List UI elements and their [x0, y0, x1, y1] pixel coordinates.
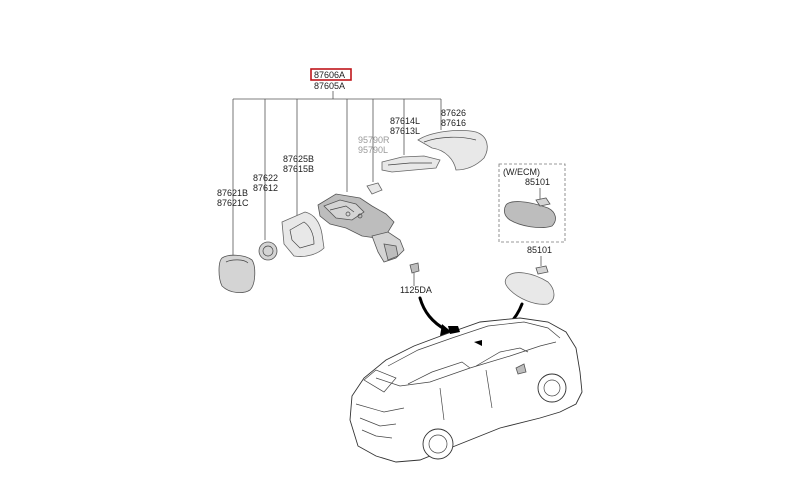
- label-87621B[interactable]: 87621B: [217, 188, 248, 198]
- label-87616[interactable]: 87616: [441, 118, 466, 128]
- label-87622[interactable]: 87622: [253, 173, 278, 183]
- assembly-callout[interactable]: 87606A 87605A: [310, 68, 352, 91]
- label-87615B[interactable]: 87615B: [283, 164, 314, 174]
- label-87606A[interactable]: 87606A: [314, 70, 345, 80]
- car-side-mirror: [515, 363, 527, 375]
- mirror-glass-part[interactable]: [218, 254, 256, 294]
- label-1125DA[interactable]: 1125DA: [400, 285, 432, 295]
- label-95790R[interactable]: 95790R: [358, 135, 390, 145]
- leader-lines: [232, 91, 442, 258]
- housing-frame-part[interactable]: [281, 211, 325, 257]
- rear-wheel-icon: [422, 428, 454, 460]
- highlight-box: [310, 68, 352, 81]
- label-87612[interactable]: 87612: [253, 183, 278, 193]
- garnish-bar-part[interactable]: [381, 155, 441, 173]
- label-85101[interactable]: 85101: [527, 245, 552, 255]
- label-87605A[interactable]: 87605A: [314, 81, 345, 91]
- label-ecm-note[interactable]: (W/ECM): [503, 167, 540, 177]
- label-95790L[interactable]: 95790L: [358, 145, 388, 155]
- screw-part[interactable]: [409, 262, 420, 286]
- mirror-cover-part[interactable]: [417, 130, 488, 171]
- clip-part[interactable]: [366, 182, 383, 195]
- vehicle-illustration: [349, 317, 583, 463]
- ecm-box: [498, 163, 566, 243]
- ecm-inside-mirror-part[interactable]: [503, 197, 556, 228]
- mirror-body-assembly[interactable]: [317, 193, 405, 263]
- label-87614L[interactable]: 87614L: [390, 116, 420, 126]
- repeater-part[interactable]: [258, 241, 278, 261]
- label-85101-ecm[interactable]: 85101: [525, 177, 550, 187]
- label-87621C[interactable]: 87621C: [217, 198, 249, 208]
- label-87625B[interactable]: 87625B: [283, 154, 314, 164]
- front-wheel-icon: [537, 373, 567, 403]
- inside-mirror-part[interactable]: [504, 265, 555, 305]
- label-87613L[interactable]: 87613L: [390, 126, 420, 136]
- label-87626[interactable]: 87626: [441, 108, 466, 118]
